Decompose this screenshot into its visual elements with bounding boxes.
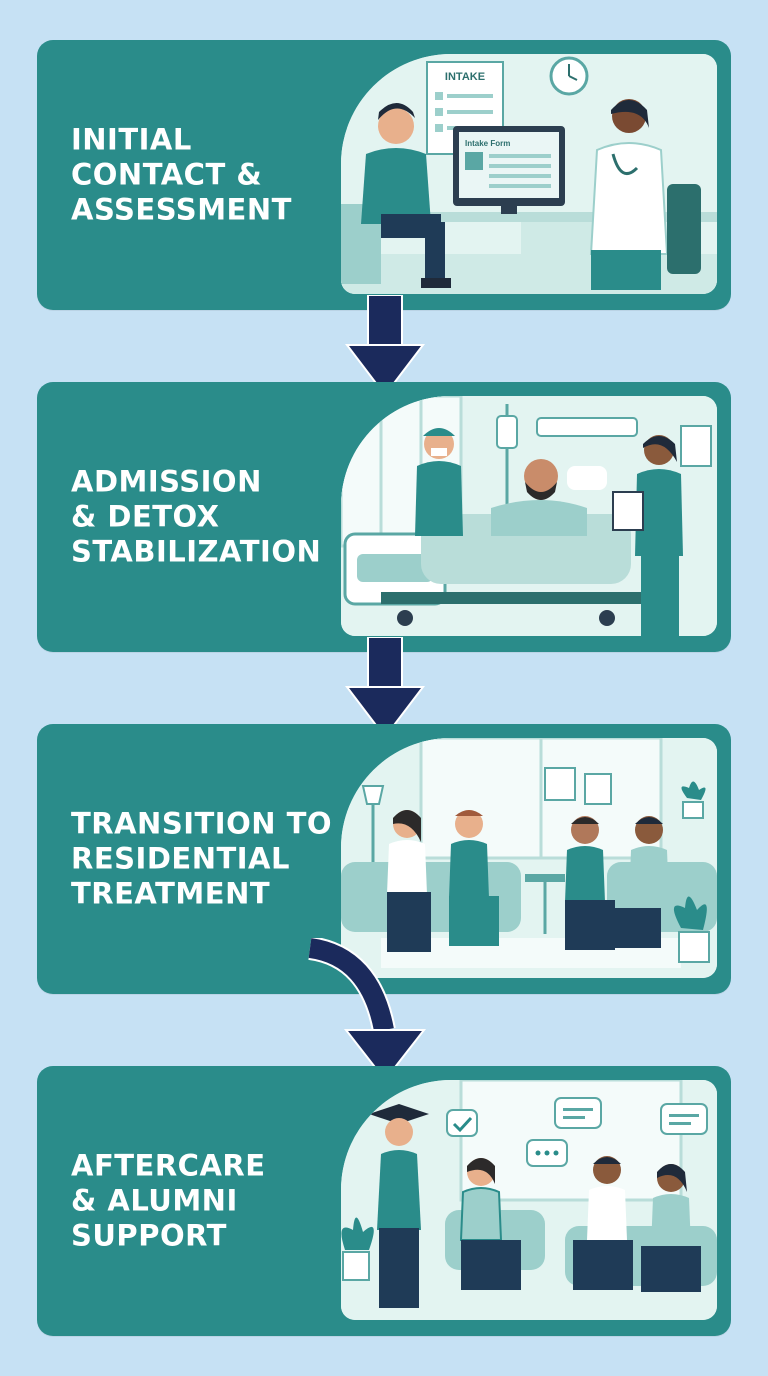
step-title: ADMISSION & DETOX STABILIZATION (71, 464, 322, 569)
intake-sign-text: INTAKE (445, 71, 485, 83)
step-title: INITIAL CONTACT & ASSESSMENT (71, 122, 292, 227)
step-title: TRANSITION TO RESIDENTIAL TREATMENT (71, 806, 333, 911)
doctor-figure (589, 99, 701, 290)
patient-figure (491, 459, 607, 536)
nurse-figure-left (415, 428, 463, 536)
graduate-figure (369, 1104, 429, 1308)
curved-arrow-icon (307, 938, 427, 1082)
hospital-detox-illustration (341, 396, 717, 636)
step-card-residential-transition: TRANSITION TO RESIDENTIAL TREATMENT (37, 724, 731, 994)
group-members (387, 810, 669, 952)
group-lounge-illustration (341, 738, 717, 978)
computer-monitor: Intake Form (453, 126, 565, 214)
down-arrow-icon (345, 637, 425, 739)
intake-assessment-illustration: INTAKE Intake Form (341, 54, 717, 294)
plant-icon (673, 781, 710, 963)
clock-icon (549, 56, 589, 96)
patient-figure (341, 103, 451, 288)
step-card-aftercare-alumni: AFTERCARE & ALUMNI SUPPORT (37, 1066, 731, 1336)
group-members (459, 1156, 701, 1292)
plant-icon (341, 1217, 374, 1281)
step-card-initial-contact: INITIAL CONTACT & ASSESSMENT INTAKE (37, 40, 731, 310)
down-arrow-icon (345, 295, 425, 397)
speech-bubble-icon (446, 1097, 708, 1167)
nurse-figure-right (612, 435, 683, 636)
alumni-group-illustration (341, 1080, 717, 1320)
step-title: AFTERCARE & ALUMNI SUPPORT (71, 1148, 266, 1253)
intake-form-text: Intake Form (465, 139, 510, 148)
step-card-admission-detox: ADMISSION & DETOX STABILIZATION (37, 382, 731, 652)
iv-drip (496, 404, 518, 516)
